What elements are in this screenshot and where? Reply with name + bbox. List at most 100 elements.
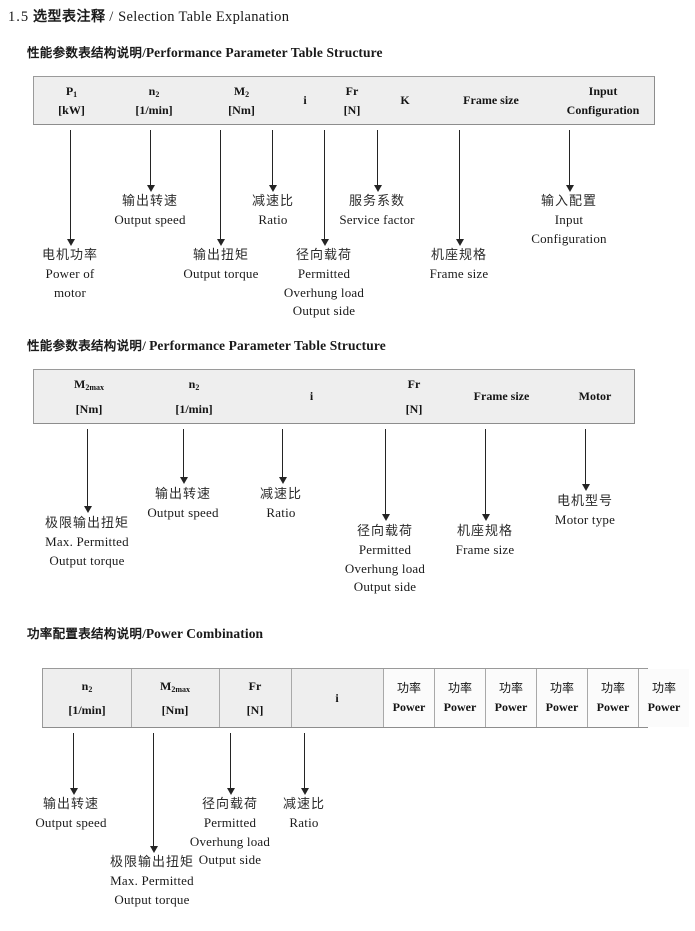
table1-col-fr-sym: Fr bbox=[345, 83, 359, 98]
table3-col-n2-unit: [1/min] bbox=[68, 702, 106, 717]
table3-divider bbox=[485, 669, 486, 727]
annotation-en: Output torque bbox=[183, 266, 259, 282]
section-1-heading-cn: 性能参数表结构说明 bbox=[27, 45, 143, 60]
arrow-down-icon bbox=[455, 130, 464, 246]
table1-col-p1-sub: 1 bbox=[73, 89, 78, 99]
table3-col-power-5-unit: Power bbox=[596, 700, 630, 714]
annotation-en: Configuration bbox=[531, 230, 607, 246]
annotation-cn: 机座规格 bbox=[430, 248, 488, 263]
table3-col-fr: Fr [N] bbox=[219, 669, 291, 727]
page-title: 1.5 选型表注释 / Selection Table Explanation bbox=[8, 6, 289, 26]
annotation-output-speed: 输出转速 Output speed bbox=[114, 193, 185, 230]
arrow-down-icon bbox=[149, 733, 158, 853]
annotation-cn: 电机功率 bbox=[41, 248, 99, 263]
page-title-cn: 选型表注释 bbox=[32, 9, 106, 25]
table3-col-m2max-sub: 2max bbox=[171, 684, 190, 694]
table1-col-k: K bbox=[378, 77, 432, 124]
table3-divider bbox=[291, 669, 292, 727]
arrow-down-icon bbox=[381, 429, 390, 521]
table1-col-m2-unit: [Nm] bbox=[228, 102, 255, 117]
table2-col-frame-size: Frame size bbox=[449, 370, 554, 423]
table3-col-fr-sym: Fr bbox=[248, 678, 262, 693]
table3-col-power-2: 功率 Power bbox=[435, 669, 485, 727]
table1-col-n2-unit: [1/min] bbox=[135, 102, 173, 117]
table3-col-power-4: 功率 Power bbox=[537, 669, 587, 727]
table1-col-n2-sym: n bbox=[148, 83, 156, 98]
table2-col-m2max-unit: [Nm] bbox=[75, 401, 103, 416]
annotation-ratio: 减速比 Ratio bbox=[260, 486, 302, 523]
table2-col-n2: n2 [1/min] bbox=[144, 370, 244, 423]
table3-col-power-4-unit: Power bbox=[545, 700, 579, 714]
table1-col-frame-size-sym: Frame size bbox=[463, 93, 519, 108]
annotation-en: Permitted bbox=[203, 815, 257, 831]
table3-col-power-5: 功率 Power bbox=[588, 669, 638, 727]
annotation-cn: 径向载荷 bbox=[201, 797, 259, 812]
annotation-cn: 机座规格 bbox=[456, 524, 514, 539]
table3-col-power-1-cn: 功率 bbox=[396, 681, 421, 696]
table2-col-m2max: M2max [Nm] bbox=[34, 370, 144, 423]
section-2-heading-en: Performance Parameter Table Structure bbox=[149, 338, 386, 353]
table3-col-n2-sub: 2 bbox=[88, 684, 93, 694]
table2-col-motor: Motor bbox=[554, 370, 636, 423]
table1-col-input-configuration: Input Configuration bbox=[550, 77, 656, 124]
table3-col-power-1: 功率 Power bbox=[384, 669, 434, 727]
table1-col-n2-sub: 2 bbox=[155, 89, 160, 99]
arrow-down-icon bbox=[226, 733, 235, 795]
section-3-heading-en: Power Combination bbox=[145, 626, 264, 641]
section-3-heading: 功率配置表结构说明/Power Combination bbox=[27, 623, 263, 642]
table1-col-i: i bbox=[284, 77, 326, 124]
table3-col-m2max-unit: [Nm] bbox=[161, 702, 189, 717]
section-2-heading-cn: 性能参数表结构说明 bbox=[27, 338, 143, 353]
annotation-overhung-load: 径向载荷 Permitted Overhung load Output side bbox=[284, 247, 364, 321]
section-1-heading: 性能参数表结构说明/Performance Parameter Table St… bbox=[27, 42, 383, 61]
annotation-cn: 输出转速 bbox=[121, 194, 178, 209]
table1-col-p1-unit: [kW] bbox=[58, 102, 85, 117]
table1-col-input-unit: Configuration bbox=[566, 102, 640, 117]
arrow-down-icon bbox=[216, 130, 225, 246]
table3-col-power-6-cn: 功率 bbox=[651, 681, 676, 696]
table1-col-m2-sym: M bbox=[233, 83, 246, 98]
table2-col-n2-sub: 2 bbox=[195, 382, 200, 392]
section-1-heading-en: Performance Parameter Table Structure bbox=[145, 45, 383, 60]
arrow-down-icon bbox=[278, 429, 287, 484]
annotation-en: Input bbox=[554, 212, 584, 228]
annotation-cn: 径向载荷 bbox=[356, 524, 414, 539]
annotation-max-permitted-output-torque: 极限输出扭矩 Max. Permitted Output torque bbox=[45, 515, 129, 570]
table3-divider bbox=[638, 669, 639, 727]
annotation-cn: 减速比 bbox=[259, 487, 303, 502]
table3-col-n2: n2 [1/min] bbox=[43, 669, 131, 727]
performance-parameter-table-2: M2max [Nm] n2 [1/min] i Fr [N] Frame siz… bbox=[33, 369, 635, 424]
annotation-en: Output speed bbox=[35, 815, 107, 831]
table2-col-m2max-sub: 2max bbox=[85, 382, 104, 392]
annotation-output-torque: 输出扭矩 Output torque bbox=[183, 247, 258, 284]
annotation-en: Power of bbox=[45, 266, 95, 282]
table2-col-motor-sym: Motor bbox=[578, 389, 612, 404]
arrow-down-icon bbox=[179, 429, 188, 484]
table3-col-power-6: 功率 Power bbox=[639, 669, 689, 727]
table1-col-p1-sym: P bbox=[65, 83, 74, 98]
table3-divider bbox=[219, 669, 220, 727]
table3-col-power-3: 功率 Power bbox=[486, 669, 536, 727]
table1-col-fr: Fr [N] bbox=[326, 77, 378, 124]
arrow-down-icon bbox=[481, 429, 490, 521]
table3-col-fr-unit: [N] bbox=[246, 702, 264, 717]
annotation-en: Output side bbox=[292, 303, 356, 319]
performance-parameter-table-1: P1 [kW] n2 [1/min] M2 [Nm] i Fr [N] K Fr… bbox=[33, 76, 655, 125]
annotation-en: Overhung load bbox=[344, 560, 426, 576]
arrow-down-icon bbox=[268, 130, 277, 192]
page-title-en: Selection Table Explanation bbox=[118, 9, 290, 25]
annotation-overhung-load: 径向载荷 Permitted Overhung load Output side bbox=[190, 796, 270, 870]
annotation-cn: 减速比 bbox=[251, 194, 295, 209]
arrow-down-icon bbox=[373, 130, 382, 192]
power-combination-table: n2 [1/min] M2max [Nm] Fr [N] i 功率 Power … bbox=[42, 668, 689, 728]
annotation-en: Max. Permitted bbox=[45, 534, 129, 550]
annotation-cn: 电机型号 bbox=[556, 494, 614, 509]
annotation-frame-size: 机座规格 Frame size bbox=[430, 247, 489, 284]
annotation-cn: 输出转速 bbox=[42, 797, 99, 812]
arrow-down-icon bbox=[69, 733, 78, 795]
table2-col-fr: Fr [N] bbox=[379, 370, 449, 423]
annotation-en: Frame size bbox=[429, 266, 489, 282]
table3-col-i: i bbox=[291, 669, 383, 727]
annotation-input-configuration: 输入配置 Input Configuration bbox=[531, 193, 607, 248]
section-number: 1.5 bbox=[8, 9, 30, 25]
